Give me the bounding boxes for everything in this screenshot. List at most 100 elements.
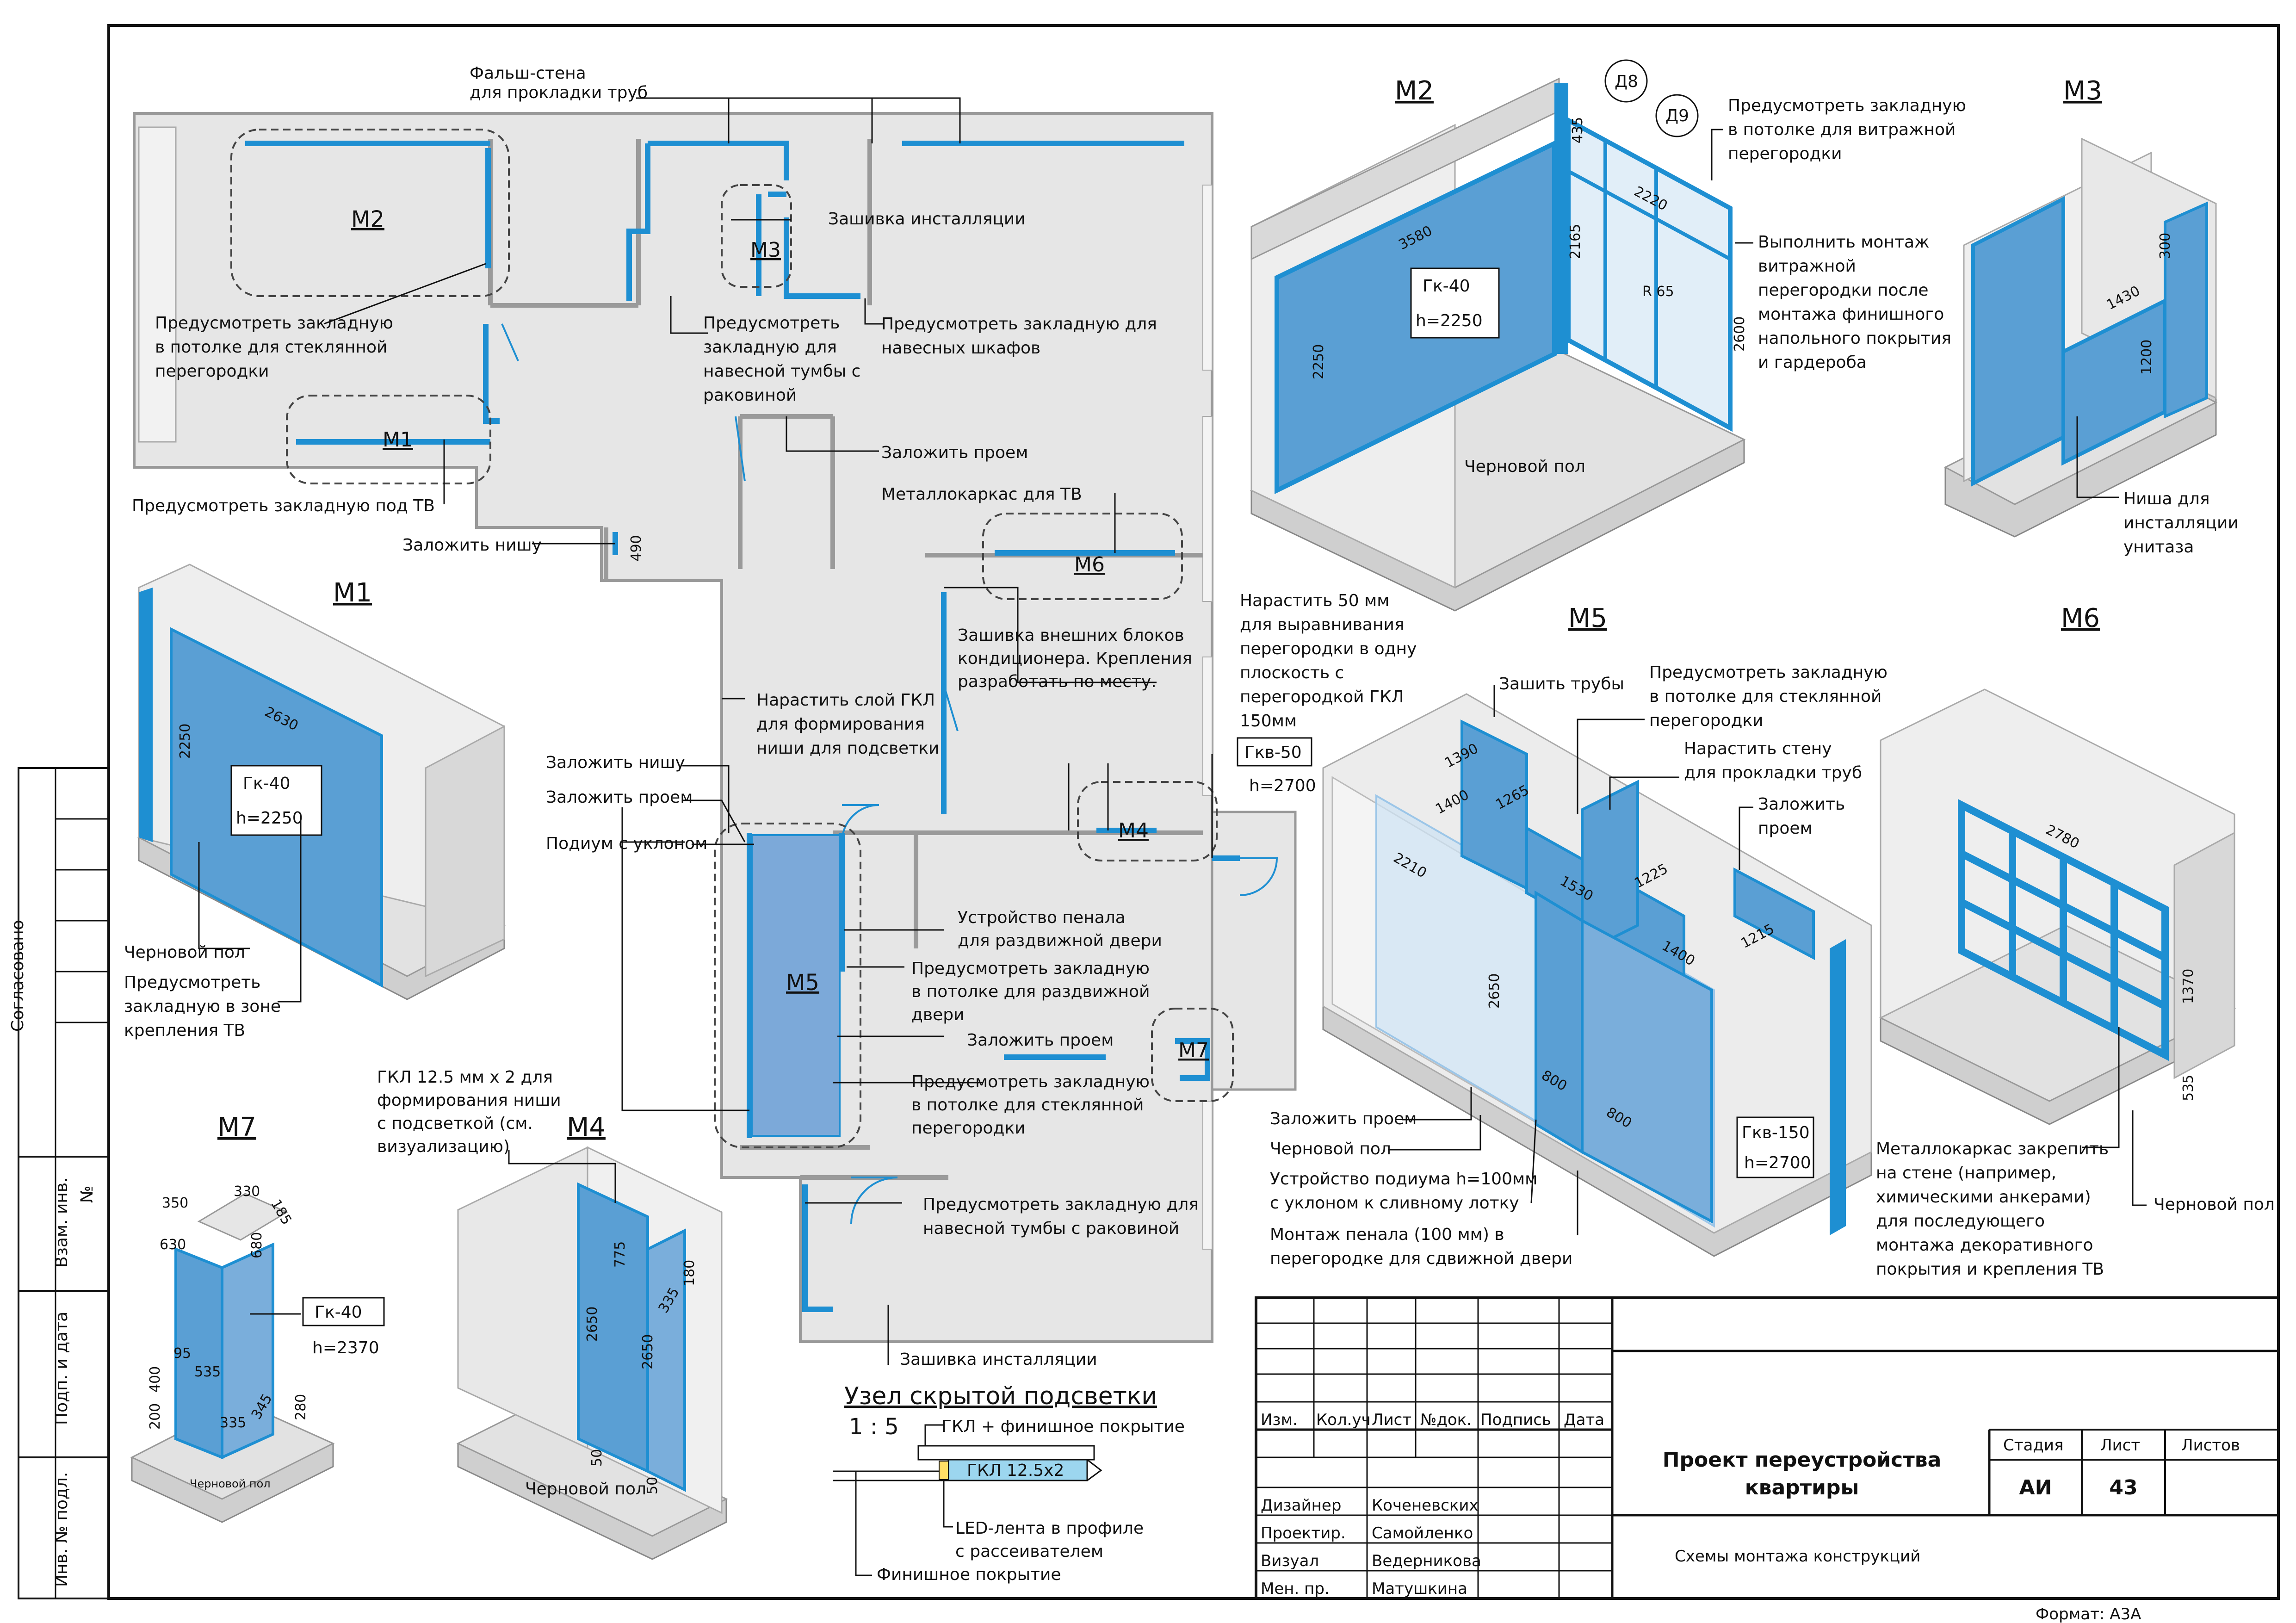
m5-note-zalozh-1: Заложить [1758,795,1845,814]
m1-note-zakl-3: крепления ТВ [124,1021,245,1040]
note-zash-inst-2: Зашивка инсталляции [900,1350,1097,1369]
m4-dim-2650b: 2650 [640,1334,656,1369]
side-stamp: Согласовано Взам. инв. № Подп. и дата Ин… [8,767,110,1599]
m2-note-vitr-4: монтажа финишного [1758,305,1944,324]
m2-note-vitr-1: Выполнить монтаж [1758,233,1929,252]
m7-dim-630: 630 [160,1237,186,1253]
plan-marker-m5 [714,823,861,1148]
tb-h-data: Дата [1564,1411,1604,1429]
m5-note-zakl-1: Предусмотреть закладную [1649,663,1888,682]
note-zakl-tv: Предусмотреть закладную под ТВ [132,496,435,515]
note-zakl-steklo-2: в потолке для стеклянной [155,338,387,357]
note-narastit50-1: Нарастить 50 мм [1240,591,1389,610]
m2-note-zakl-3: перегородки [1728,144,1842,163]
m2-note-zakl-2: в потолке для витражной [1728,120,1956,139]
note-narastit50-6: 150мм [1240,712,1297,731]
note-narastit-gkl-2: для формирования [756,715,925,734]
m5-note-zakl-2: в потолке для стеклянной [1649,687,1881,706]
m6-dim-1370: 1370 [2180,969,2197,1004]
note-metallokarkas-tv: Металлокаркас для ТВ [881,485,1082,504]
node-led-2: с рассеивателем [955,1542,1103,1561]
view-title-m3: M3 [2063,76,2102,106]
floor-plan: M2 M3 M1 M6 M4 M5 M7 490 [132,64,1417,1369]
view-title-m6: M6 [2061,603,2100,633]
note-gkl-nisha-1: ГКЛ 12.5 мм х 2 для [377,1068,553,1087]
note-narastit-gkl-3: ниши для подсветки [756,739,939,758]
m6-note-metal-4: для последующего [1876,1212,2045,1231]
m5-note-zalozh-2: проем [1758,819,1813,838]
m7-box-gk40: Гк-40 [315,1303,362,1322]
view-title-m1: M1 [333,578,372,608]
plan-label-m7: M7 [1178,1039,1209,1062]
view-m2: M2 Гк-40 h=2250 Д8 Д9 R 65 435 3580 2220… [1250,59,1966,612]
view-m4: M4 775 335 180 2650 2650 50 50 Черновой … [456,1112,728,1560]
note-zash-kond-1: Зашивка внешних блоков [958,626,1184,645]
m5-bathroom-fill [751,834,841,1137]
m1-note-zakl-1: Предусмотреть [124,973,260,992]
m2-box-h2250: h=2250 [1416,311,1483,330]
view-m1: M1 Гк-40 h=2250 2630 2250 Черновой пол П… [124,564,506,1040]
m6-note-chern: Черновой пол [2154,1195,2275,1214]
m6-note-metal-3: химическими анкерами) [1876,1188,2091,1207]
tb-r3-role: Визуал [1261,1552,1319,1570]
m5-note-zalozh-proem: Заложить проем [1270,1109,1417,1128]
m3-dim-300: 300 [2157,233,2173,259]
note-penal-2: для раздвижной двери [958,931,1162,950]
m4-dim-2650a: 2650 [584,1307,600,1342]
plan-label-m6: M6 [1074,553,1105,576]
node-scale: 1 : 5 [849,1414,899,1440]
m1-dim-2250: 2250 [177,724,193,759]
plan-marker-m1 [286,395,491,484]
side-no: № [78,1186,97,1203]
tb-r1-role: Дизайнер [1261,1496,1341,1515]
note-zalozh-proem: Заложить проем [881,443,1028,462]
m2-door-d8: Д8 [1615,72,1638,91]
note-zalozh-proem-3: Заложить проем [967,1031,1114,1050]
tb-project-2: квартиры [1745,1476,1859,1499]
note-zalozh-proem-2: Заложить проем [546,788,693,807]
m6-dim-535: 535 [2180,1075,2197,1101]
tb-sheets-h: Листов [2181,1436,2240,1455]
note-zakl-tumba-4: раковиной [703,386,797,405]
tb-sheet-h: Лист [2100,1436,2140,1455]
m4-note-chern: Черновой пол [525,1480,646,1499]
note-zakl-steklo-b-1: Предусмотреть закладную [911,1072,1150,1091]
side-podp: Подп. и дата [52,1312,71,1425]
plan-label-m1: M1 [383,428,413,452]
note-zalozh-nishu: Заложить нишу [402,536,542,555]
m2-r65: R 65 [1642,284,1674,300]
note-zakl-razd-2: в потолке для раздвижной [911,982,1150,1001]
note-narastit50-4: плоскость с [1240,663,1344,682]
note-zakl-tumba-b-2: навесной тумбы с раковиной [923,1219,1179,1238]
m1-note-zakl-2: закладную в зоне [124,997,281,1016]
tb-r3-name: Ведерникова [1372,1552,1481,1570]
tb-sheet: 43 [2109,1476,2137,1499]
note-zakl-steklo-b-2: в потолке для стеклянной [911,1096,1144,1115]
plan-marker-m2 [230,129,510,297]
note-narastit50-2: для выравнивания [1240,615,1405,634]
m4-dim-775: 775 [612,1241,628,1268]
note-narastit-gkl-1: Нарастить слой ГКЛ [756,691,935,710]
m5-note-zakl-3: перегородки [1649,711,1764,730]
m2-dim-435: 435 [1570,117,1586,143]
m5-note-penal-2: перегородке для сдвижной двери [1270,1249,1572,1268]
m7-dim-535: 535 [194,1364,221,1380]
plan-marker-m4 [1077,781,1218,861]
m3-note-nisha-3: унитаза [2123,538,2194,557]
m5-note-podium-1: Устройство подиума h=100мм [1270,1170,1537,1189]
m7-box-h2370: h=2370 [312,1338,379,1357]
m1-note-chern: Черновой пол [124,943,245,962]
tb-r2-role: Проектир. [1261,1524,1346,1542]
plan-label-m2: M2 [351,206,384,232]
note-penal-1: Устройство пенала [958,908,1126,927]
m2-box-gk40: Гк-40 [1423,277,1470,296]
m2-note-vitr-2: витражной [1758,257,1856,276]
tb-r2-name: Самойленко [1372,1524,1473,1542]
node-fin: Финишное покрытие [877,1565,1061,1584]
note-zakl-razd-3: двери [911,1005,965,1024]
m4-dim-50b: 50 [644,1477,661,1494]
plan-label-m5: M5 [786,970,819,996]
m3-note-nisha-1: Ниша для [2123,489,2209,508]
m5-box-h2700: h=2700 [1744,1153,1811,1172]
box-gkv50-h: h=2700 [1249,776,1316,795]
